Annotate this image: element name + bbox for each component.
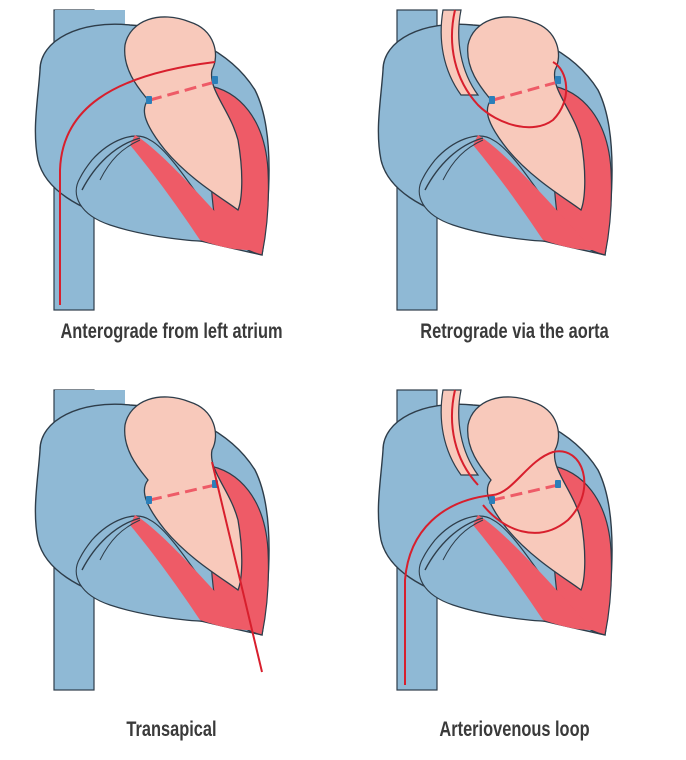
heart-illustration-anterograde bbox=[0, 0, 343, 320]
clip-marker bbox=[146, 496, 152, 504]
heart-illustration-transapical bbox=[0, 380, 343, 700]
panel-retrograde: Retrograde via the aorta bbox=[343, 0, 686, 380]
heart-illustration-retrograde bbox=[343, 0, 686, 320]
clip-marker bbox=[555, 76, 561, 84]
caption-retrograde: Retrograde via the aorta bbox=[381, 320, 649, 344]
clip-marker bbox=[146, 96, 152, 104]
caption-anterograde: Anterograde from left atrium bbox=[38, 320, 306, 344]
clip-marker bbox=[212, 76, 218, 84]
clip-marker bbox=[489, 96, 495, 104]
panel-arteriovenous: Arteriovenous loop bbox=[343, 380, 686, 760]
clip-marker bbox=[555, 480, 561, 488]
caption-transapical: Transapical bbox=[38, 718, 306, 742]
panel-transapical: Transapical bbox=[0, 380, 343, 760]
heart-illustration-arteriovenous bbox=[343, 380, 686, 700]
panel-anterograde: Anterograde from left atrium bbox=[0, 0, 343, 380]
clip-marker bbox=[489, 496, 495, 504]
caption-arteriovenous: Arteriovenous loop bbox=[381, 718, 649, 742]
